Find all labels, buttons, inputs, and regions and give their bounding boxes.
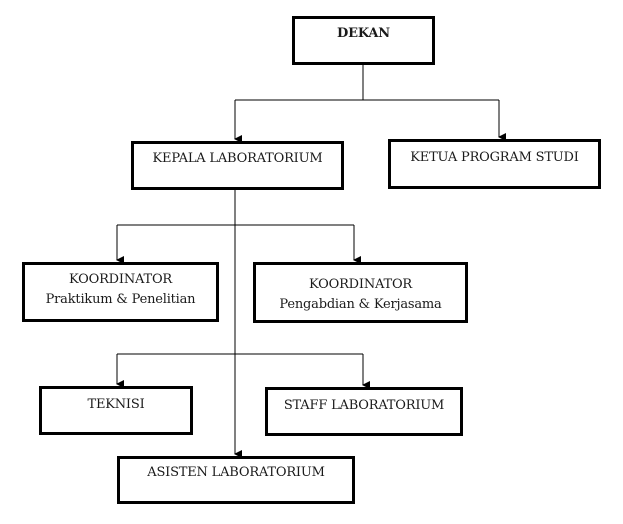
node-kepala-laboratorium: KEPALA LABORATORIUM xyxy=(131,141,344,190)
node-asisten-laboratorium-title: ASISTEN LABORATORIUM xyxy=(147,465,325,480)
node-dekan: DEKAN xyxy=(292,16,435,65)
node-koordinator-pengabdian-subtitle: Pengabdian & Kerjasama xyxy=(279,297,442,312)
node-koordinator-praktikum-title: KOORDINATOR xyxy=(69,272,172,287)
node-koordinator-praktikum: KOORDINATOR Praktikum & Penelitian xyxy=(22,262,219,322)
node-ketua-program-studi-title: KETUA PROGRAM STUDI xyxy=(410,150,579,165)
node-teknisi-title: TEKNISI xyxy=(87,397,145,412)
node-ketua-program-studi: KETUA PROGRAM STUDI xyxy=(388,139,601,189)
node-teknisi: TEKNISI xyxy=(39,386,193,435)
node-koordinator-pengabdian: KOORDINATOR Pengabdian & Kerjasama xyxy=(253,262,468,323)
node-asisten-laboratorium: ASISTEN LABORATORIUM xyxy=(117,456,355,504)
node-staff-laboratorium: STAFF LABORATORIUM xyxy=(265,387,463,436)
node-koordinator-pengabdian-title: KOORDINATOR xyxy=(309,277,412,292)
node-koordinator-praktikum-subtitle: Praktikum & Penelitian xyxy=(45,292,196,307)
node-kepala-laboratorium-title: KEPALA LABORATORIUM xyxy=(152,151,323,166)
node-dekan-title: DEKAN xyxy=(337,26,390,41)
node-staff-laboratorium-title: STAFF LABORATORIUM xyxy=(283,398,445,413)
